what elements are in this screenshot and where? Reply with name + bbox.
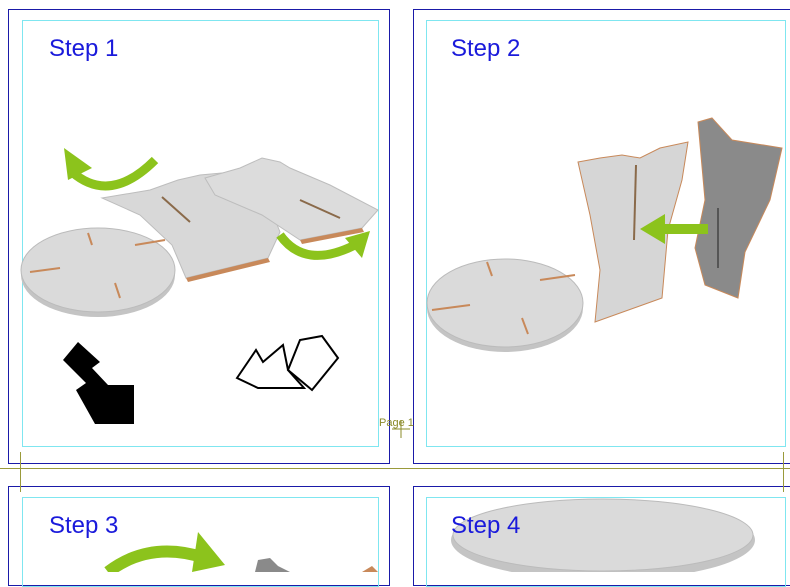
layout-canvas: Step 1 Step 2 Step 3 Step 4 Page 1 [0, 0, 790, 572]
crop-line-v-left [20, 452, 21, 492]
step-title-3: Step 3 [49, 512, 118, 540]
registration-mark-icon [392, 420, 410, 438]
margin-guide-step-4 [426, 497, 786, 587]
crop-line-v-right [783, 452, 784, 492]
margin-guide-step-3 [22, 497, 379, 587]
step-title-4: Step 4 [451, 512, 520, 540]
step-title-2: Step 2 [451, 35, 520, 63]
step-title-1: Step 1 [49, 35, 118, 63]
margin-guide-step-1 [22, 20, 379, 447]
margin-guide-step-2 [426, 20, 786, 447]
crop-line-h [0, 468, 790, 469]
